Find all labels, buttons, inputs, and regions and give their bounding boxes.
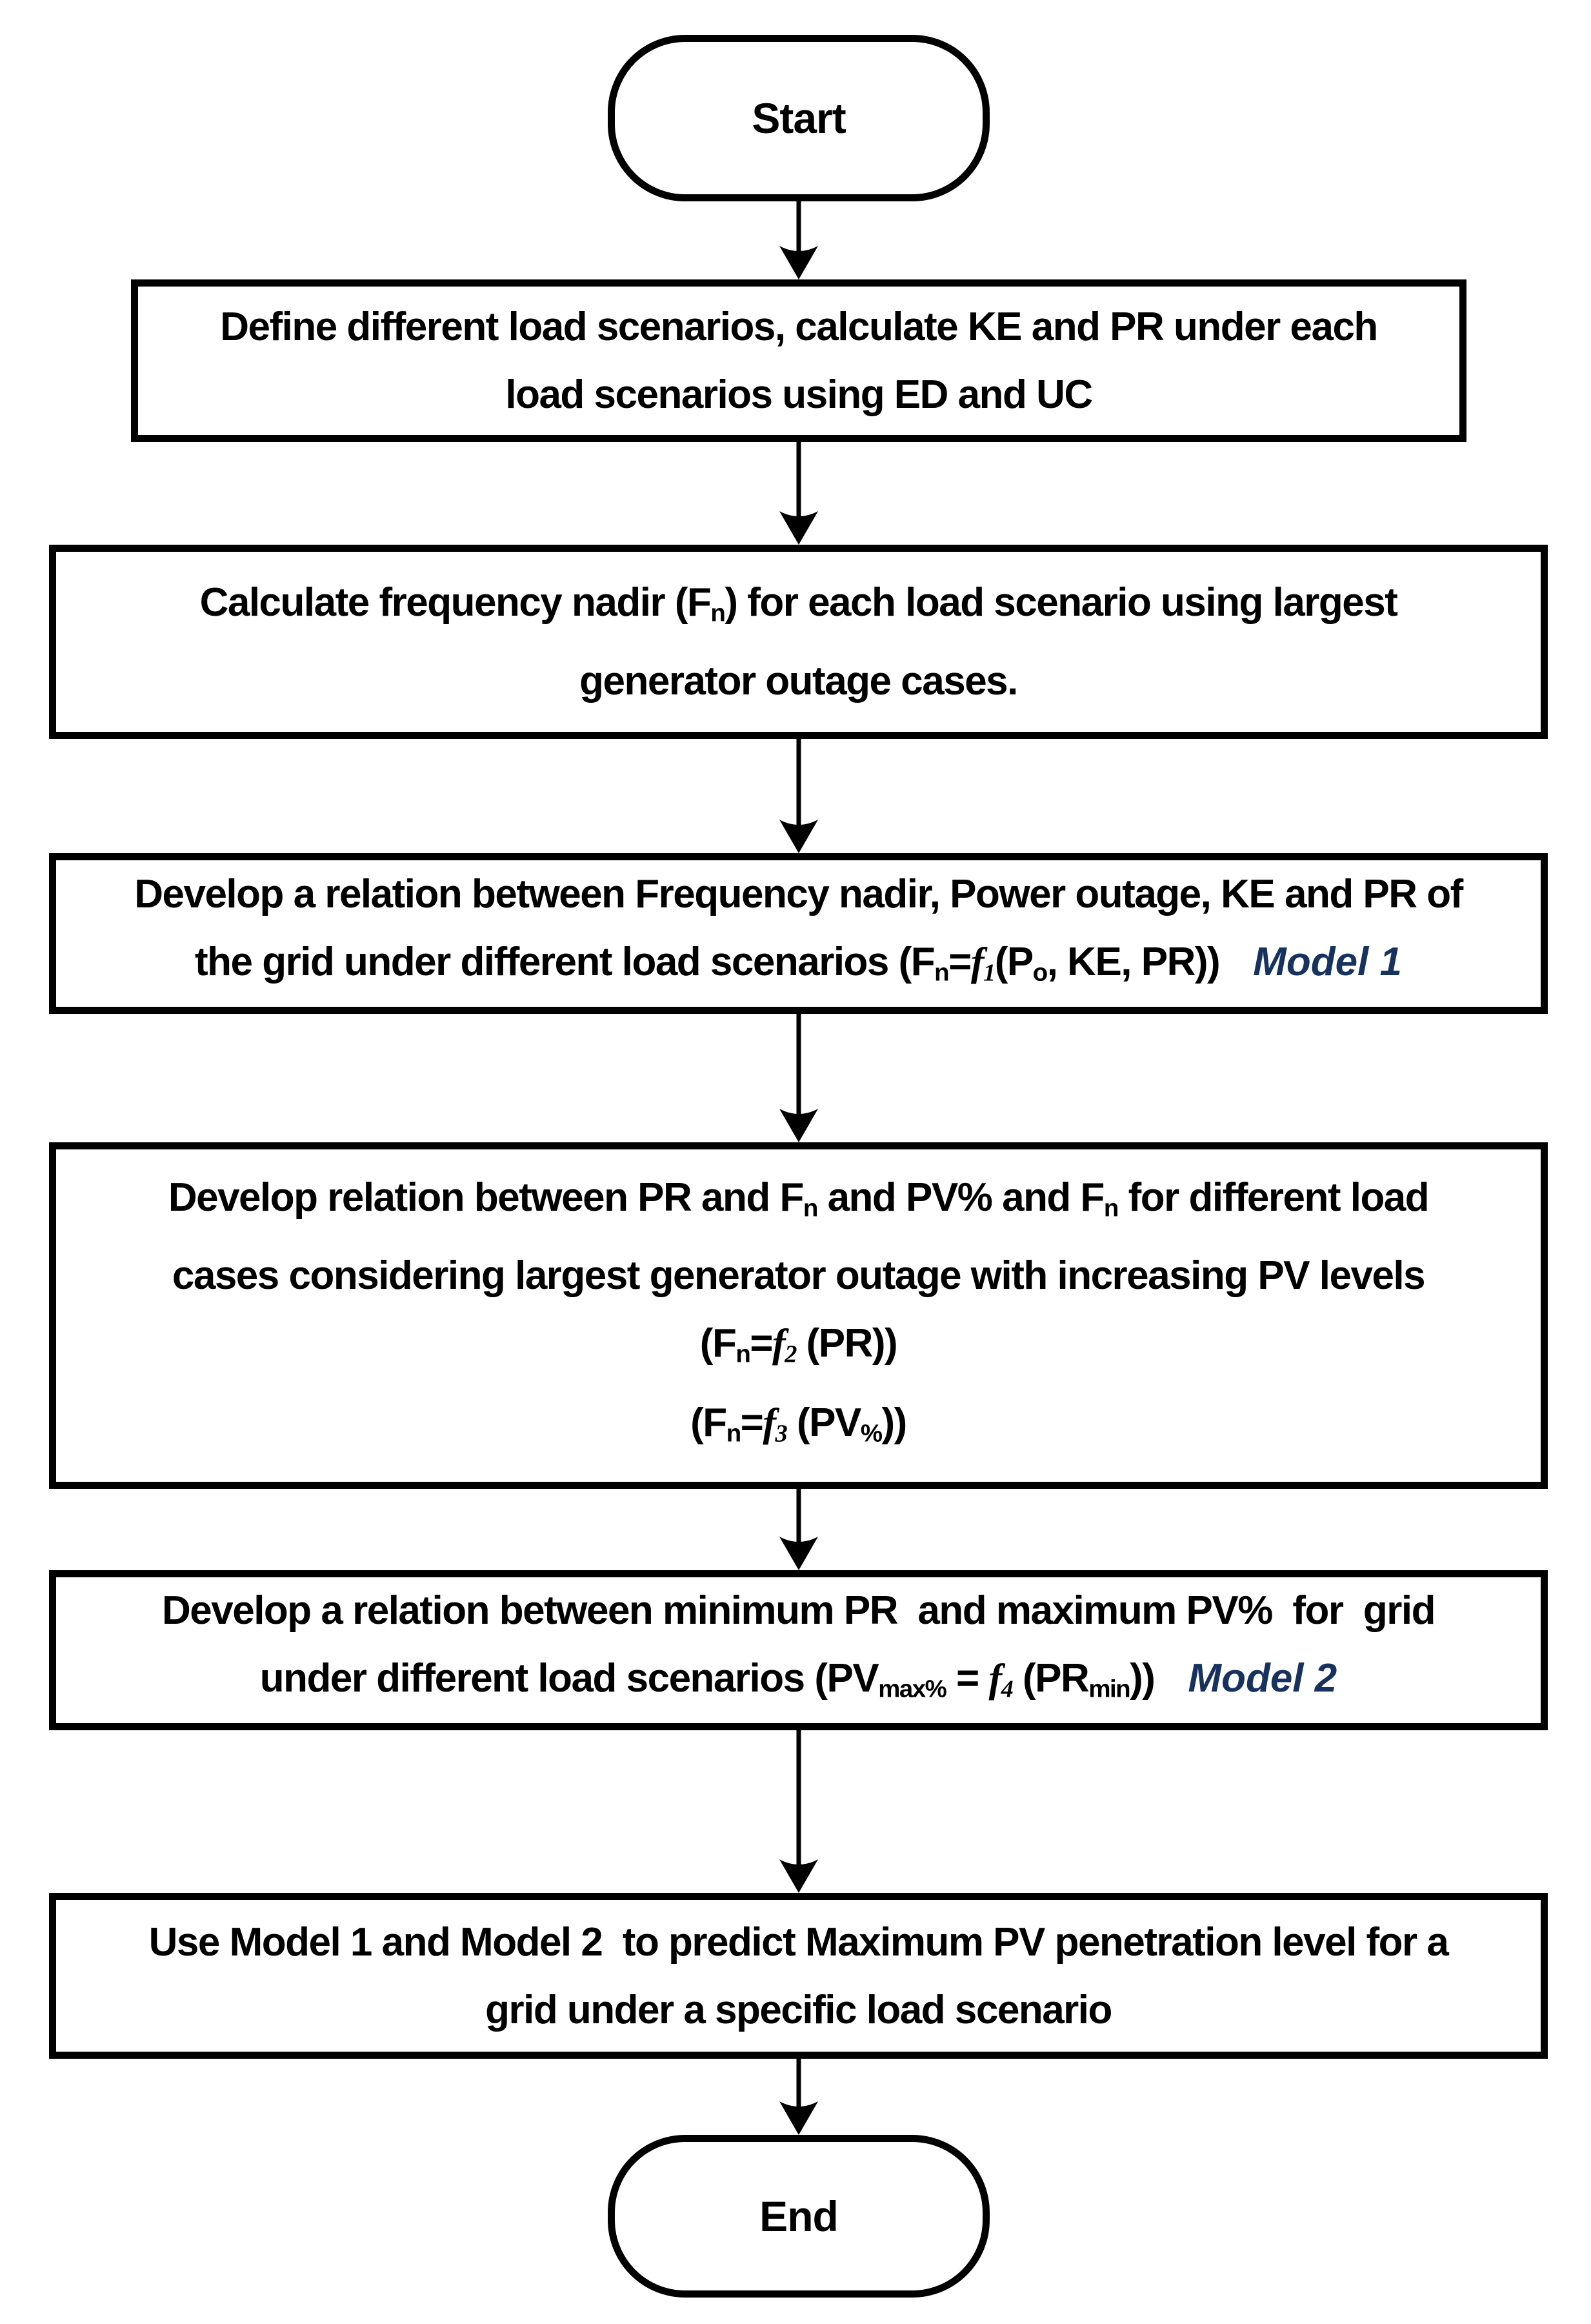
flow-arrow: [779, 739, 818, 853]
flow-arrow: [779, 1730, 818, 1893]
flow-arrow: [779, 442, 818, 545]
process-step-model-2-relation: Develop a relation between minimum PR an…: [49, 1570, 1548, 1730]
text-line: Develop a relation between Frequency nad…: [134, 871, 1463, 916]
text-line: Develop a relation between minimum PR an…: [161, 1588, 1436, 1633]
process-step-predict-max-pv: Use Model 1 and Model 2 to predict Maxim…: [49, 1893, 1548, 2059]
start-label: Start: [752, 94, 846, 142]
text-line: cases considering largest generator outa…: [172, 1253, 1426, 1298]
text-line: (Fn=f3 (PV%)): [690, 1400, 907, 1448]
flow-arrow: [779, 1014, 818, 1142]
process-step-pr-pv-relations: Develop relation between PR and Fn and P…: [49, 1142, 1548, 1489]
text-line: generator outage cases.: [579, 658, 1018, 703]
text-line: (Fn=f2 (PR)): [699, 1321, 898, 1368]
process-step-model-1-relation: Develop a relation between Frequency nad…: [49, 853, 1548, 1014]
text-line: load scenarios using ED and UC: [505, 372, 1093, 417]
flow-arrow: [779, 201, 818, 279]
text-line: under different load scenarios (PVmax% =…: [259, 1656, 1337, 1703]
start-terminal: Start: [608, 35, 990, 201]
text-line: Define different load scenarios, calcula…: [220, 305, 1378, 349]
end-label: End: [759, 2192, 839, 2240]
flow-arrow: [779, 2059, 818, 2135]
text-line: grid under a specific load scenario: [485, 1987, 1112, 2032]
process-step-calculate-frequency-nadir: Calculate frequency nadir (Fn) for each …: [49, 545, 1548, 739]
process-step-define-load-scenarios: Define different load scenarios, calcula…: [131, 279, 1466, 442]
text-line: the grid under different load scenarios …: [195, 939, 1402, 987]
text-line: Develop relation between PR and Fn and P…: [168, 1175, 1430, 1222]
flow-arrow: [779, 1489, 818, 1570]
text-line: Calculate frequency nadir (Fn) for each …: [199, 580, 1398, 627]
text-line: Use Model 1 and Model 2 to predict Maxim…: [148, 1919, 1449, 1965]
end-terminal: End: [608, 2135, 990, 2298]
